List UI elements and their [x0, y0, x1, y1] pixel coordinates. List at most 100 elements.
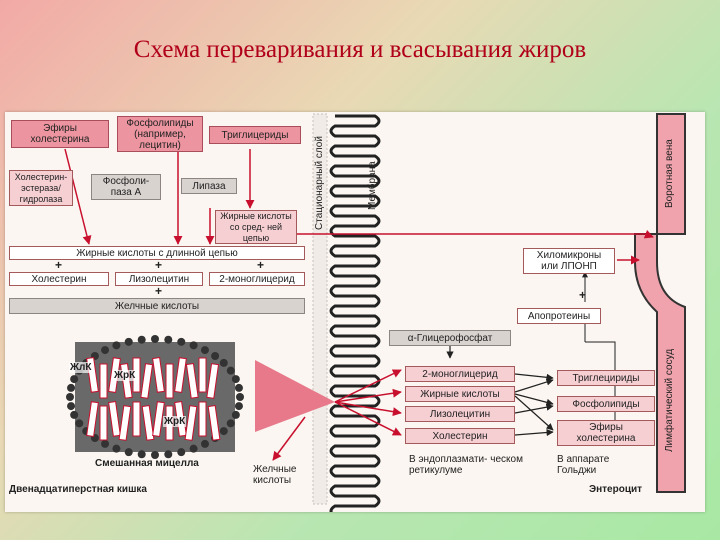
micelle-label-jlk: ЖлК: [69, 362, 93, 373]
absorbed-fatty-acids: Жирные кислоты: [405, 386, 515, 402]
portal-vein-label: Воротная вена: [664, 139, 675, 208]
micelle-dot: [231, 375, 240, 384]
arrow-esters-down: [64, 148, 92, 245]
enzyme-cholesterol-esterase: Холестерин- эстераза/ гидролаза: [9, 170, 73, 206]
product-monoglyceride: 2-моноглицерид: [209, 272, 305, 286]
product-bile-acids: Желчные кислоты: [9, 298, 305, 314]
micelle-rod: [165, 363, 174, 399]
plus-5: +: [579, 288, 587, 302]
micelle-dot: [234, 383, 243, 392]
product-lysolecithin: Лизолецитин: [115, 272, 203, 286]
golgi-label: В аппарате Гольджи: [557, 454, 610, 476]
micelle-dot: [67, 402, 76, 411]
micelle-dot: [177, 337, 186, 346]
micelle-dot: [137, 450, 146, 459]
er-label: В эндоплазмати- ческом ретикулуме: [409, 454, 523, 476]
micelle-dot: [137, 335, 146, 344]
micelle-dot: [177, 448, 186, 457]
micelle-rod: [184, 405, 198, 441]
micelle-dot: [164, 335, 173, 344]
resynth-cholesterol-esters: Эфиры холестерина: [557, 420, 655, 446]
micelle-dot: [75, 419, 84, 428]
plus-4: +: [155, 284, 163, 298]
chylomicrons-box: Хиломикроны или ЛПОНП: [523, 248, 615, 274]
micelle-dot: [211, 351, 220, 360]
long-chain-fatty-acids: Жирные кислоты с длинной цепью: [9, 246, 305, 260]
micelle-dot: [200, 439, 209, 448]
micelle-dot: [70, 410, 79, 419]
micelle-dot: [189, 444, 198, 453]
micelle-label-jrk-1: ЖрК: [113, 370, 137, 381]
resynth-triglycerides: Триглецириды: [557, 370, 655, 386]
micelle-dot: [67, 383, 76, 392]
enterocyte-label: Энтероцит: [589, 484, 643, 495]
portal-vein: [656, 113, 686, 235]
micelle-rod: [132, 401, 141, 437]
micelle-dot: [124, 337, 133, 346]
micelle-rod: [118, 405, 132, 441]
arrow-medium-to-portal: [285, 229, 654, 239]
micelle-dot: [101, 346, 110, 355]
lymph-vessel: [634, 233, 686, 493]
apoproteins-box: Апопротеины: [517, 308, 601, 324]
micelle-rod: [174, 357, 187, 393]
micelle-rod: [99, 363, 108, 399]
plus-3: +: [257, 258, 265, 272]
micelle-rod: [108, 401, 121, 437]
source-triglycerides: Триглицериды: [209, 126, 301, 144]
stationary-layer-label: Стационарный слой: [314, 136, 325, 230]
micelle-dot: [101, 439, 110, 448]
micelle-dot: [112, 341, 121, 350]
micelle-rod: [141, 405, 155, 441]
micelle-rod: [86, 401, 99, 437]
micelle-rod: [140, 363, 154, 399]
micelle-dot: [189, 341, 198, 350]
micelle-label-jrk-2: ЖрК: [163, 416, 187, 427]
diagram-panel: Эфиры холестерина Фосфолипиды (например,…: [5, 112, 705, 512]
source-phospholipids: Фосфолипиды (например, лецитин): [117, 116, 203, 152]
enzyme-phospholipase: Фосфоли- паза А: [91, 174, 161, 200]
micelle-rod: [198, 357, 207, 393]
micelle-dot: [66, 393, 74, 401]
bile-acids-out-label: Желчные кислоты: [253, 464, 297, 486]
micelle-dot: [151, 335, 159, 343]
medium-chain-fatty-acids: Жирные кислоты со сред- ней цепью: [215, 210, 297, 244]
arrow-bile-out: [272, 416, 306, 461]
brush-border-membrane: [329, 114, 381, 512]
diagram-canvas: [64, 113, 686, 512]
micelle-rod: [152, 357, 165, 393]
plus-2: +: [155, 258, 163, 272]
micelle-dot: [226, 366, 235, 375]
slide-title: Схема переваривания и всасывания жиров: [133, 36, 587, 63]
micelle-lipid-heads: [66, 335, 244, 459]
plus-1: +: [55, 258, 63, 272]
duodenum-label: Двенадцатиперстная кишка: [9, 484, 147, 495]
micelle-dot: [226, 419, 235, 428]
source-cholesterol-esters: Эфиры холестерина: [11, 120, 109, 148]
micelle-dot: [70, 375, 79, 384]
lymph-vessel-label: Лимфатический сосуд: [664, 348, 675, 452]
micelle-dot: [124, 448, 133, 457]
micelle-dot: [112, 444, 121, 453]
micelle-dot: [219, 358, 228, 367]
micelle-caption: Смешанная мицелла: [95, 458, 199, 469]
enzyme-lipase: Липаза: [181, 178, 237, 194]
product-cholesterol: Холестерин: [9, 272, 109, 286]
absorbed-lysolecithin: Лизолецитин: [405, 406, 515, 422]
micelle-rod: [185, 362, 199, 399]
micelle-rod: [198, 401, 207, 437]
micelle-transfer-triangle: [255, 360, 335, 432]
micelle-rod: [99, 405, 108, 441]
micelle-dot: [231, 410, 240, 419]
micelle-dot: [234, 402, 243, 411]
absorbed-cholesterol: Холестерин: [405, 428, 515, 444]
resynth-phospholipids: Фосфолипиды: [557, 396, 655, 412]
micelle-dot: [219, 427, 228, 436]
micelle-dot: [236, 393, 244, 401]
micelle-dot: [151, 451, 159, 459]
micelle-rod: [207, 405, 221, 441]
micelle-dot: [164, 450, 173, 459]
absorbed-monoglyceride: 2-моноглицерид: [405, 366, 515, 382]
glycerophosphate-box: α-Глицерофосфат: [389, 330, 511, 346]
micelle-rod: [152, 401, 165, 437]
